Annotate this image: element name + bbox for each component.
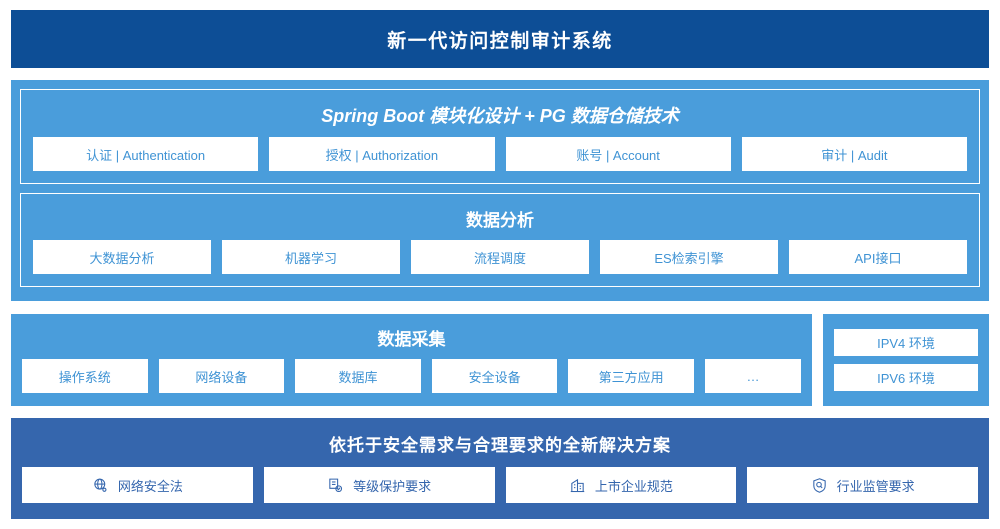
group-title-data-analysis: 数据分析 [466,211,534,230]
chip-ipv4-environment[interactable]: IPV4 环境 [834,329,978,356]
data-collection-chip-row: 操作系统 网络设备 数据库 安全设备 第三方应用 … [22,359,801,393]
chip-network-device[interactable]: 网络设备 [158,359,285,393]
collection-row: 数据采集 操作系统 网络设备 数据库 安全设备 第三方应用 … IPV4 环境 … [11,314,989,406]
document-check-icon [327,477,344,494]
chip-label: 网络安全法 [117,478,183,494]
chip-machine-learning[interactable]: 机器学习 [222,240,400,274]
chip-es-search-engine[interactable]: ES检索引擎 [600,240,778,274]
chip-authorization[interactable]: 授权 | Authorization [269,137,495,171]
shield-search-icon [811,477,828,494]
chip-classified-protection[interactable]: 等级保护要求 [263,467,495,503]
data-collection-panel: 数据采集 操作系统 网络设备 数据库 安全设备 第三方应用 … [11,314,812,406]
platform-group-data-analysis: 数据分析 大数据分析 机器学习 流程调度 ES检索引擎 API接口 [20,193,980,287]
header-banner: 新一代访问控制审计系统 [11,10,989,68]
compliance-title: 依托于安全需求与合理要求的全新解决方案 [329,436,671,455]
globe-network-icon [92,477,109,494]
chip-process-scheduling[interactable]: 流程调度 [411,240,589,274]
spring-boot-chip-row: 认证 | Authentication 授权 | Authorization 账… [33,137,967,171]
platform-panel: Spring Boot 模块化设计 + PG 数据仓储技术 认证 | Authe… [11,80,989,301]
chip-more-ellipsis[interactable]: … [704,359,801,393]
compliance-panel: 依托于安全需求与合理要求的全新解决方案 网络安全法 [11,418,989,519]
chip-operating-system[interactable]: 操作系统 [22,359,148,393]
chip-third-party-app[interactable]: 第三方应用 [568,359,694,393]
environment-panel: IPV4 环境 IPV6 环境 [823,314,989,406]
chip-security-device[interactable]: 安全设备 [431,359,558,393]
page-title: 新一代访问控制审计系统 [387,30,613,52]
chip-cybersecurity-law[interactable]: 网络安全法 [22,467,253,503]
chip-ipv6-environment[interactable]: IPV6 环境 [834,364,978,391]
chip-api-interface[interactable]: API接口 [789,240,967,274]
chip-account[interactable]: 账号 | Account [505,137,731,171]
data-analysis-chip-row: 大数据分析 机器学习 流程调度 ES检索引擎 API接口 [33,240,967,274]
platform-group-spring-boot: Spring Boot 模块化设计 + PG 数据仓储技术 认证 | Authe… [20,89,980,184]
chip-industry-regulation[interactable]: 行业监管要求 [747,467,978,503]
chip-listed-enterprise-norms[interactable]: 上市企业规范 [505,467,737,503]
chip-authentication[interactable]: 认证 | Authentication [33,137,259,171]
chip-label: 行业监管要求 [836,478,915,494]
group-title-data-collection: 数据采集 [377,330,446,349]
chip-audit[interactable]: 审计 | Audit [741,137,967,171]
bank-building-icon [569,477,586,494]
chip-database[interactable]: 数据库 [295,359,421,393]
chip-big-data-analysis[interactable]: 大数据分析 [33,240,211,274]
chip-label: 上市企业规范 [594,478,673,494]
group-title-spring-boot: Spring Boot 模块化设计 + PG 数据仓储技术 [321,106,679,126]
compliance-chip-row: 网络安全法 等级保护要求 [22,467,978,503]
chip-label: 等级保护要求 [353,478,432,494]
